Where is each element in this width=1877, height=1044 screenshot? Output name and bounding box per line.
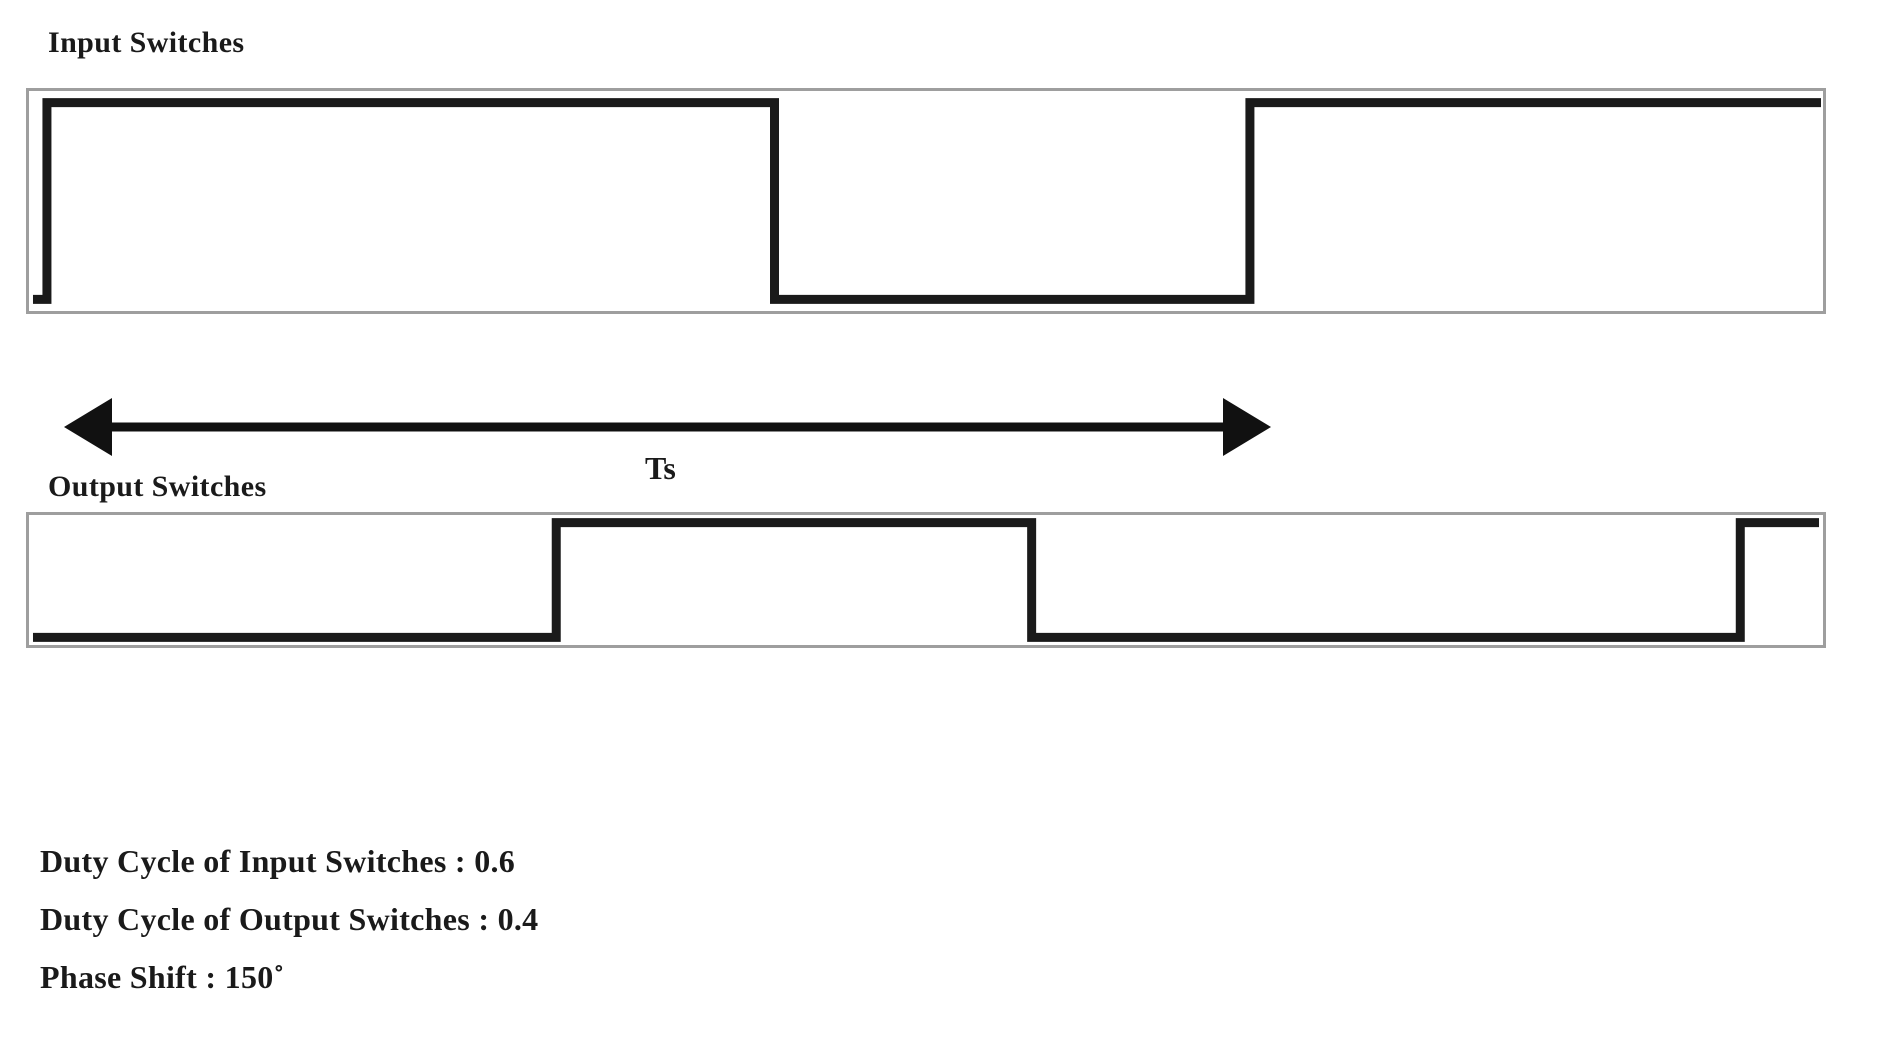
ts-double-arrow-svg [64, 398, 1271, 456]
output-switches-waveform [29, 515, 1823, 645]
note-duty-cycle-output: Duty Cycle of Output Switches : 0.4 [40, 901, 539, 937]
input-waveform-trace [33, 103, 1821, 300]
input-switches-plot-box [26, 88, 1826, 314]
output-switches-plot-box [26, 512, 1826, 648]
input-switches-label: Input Switches [48, 26, 245, 59]
input-switches-waveform [29, 91, 1823, 311]
output-switches-label: Output Switches [48, 470, 267, 503]
note-phase-shift: Phase Shift : 150˚ [40, 959, 285, 995]
ts-period-arrow [60, 392, 1275, 462]
parameter-notes: Duty Cycle of Input Switches : 0.6 Duty … [40, 845, 1040, 1019]
ts-arrow-head-left [64, 398, 112, 456]
note-duty-cycle-input: Duty Cycle of Input Switches : 0.6 [40, 843, 516, 879]
output-waveform-trace [33, 523, 1819, 638]
ts-period-label: Ts [645, 450, 676, 486]
ts-arrow-head-right [1223, 398, 1271, 456]
